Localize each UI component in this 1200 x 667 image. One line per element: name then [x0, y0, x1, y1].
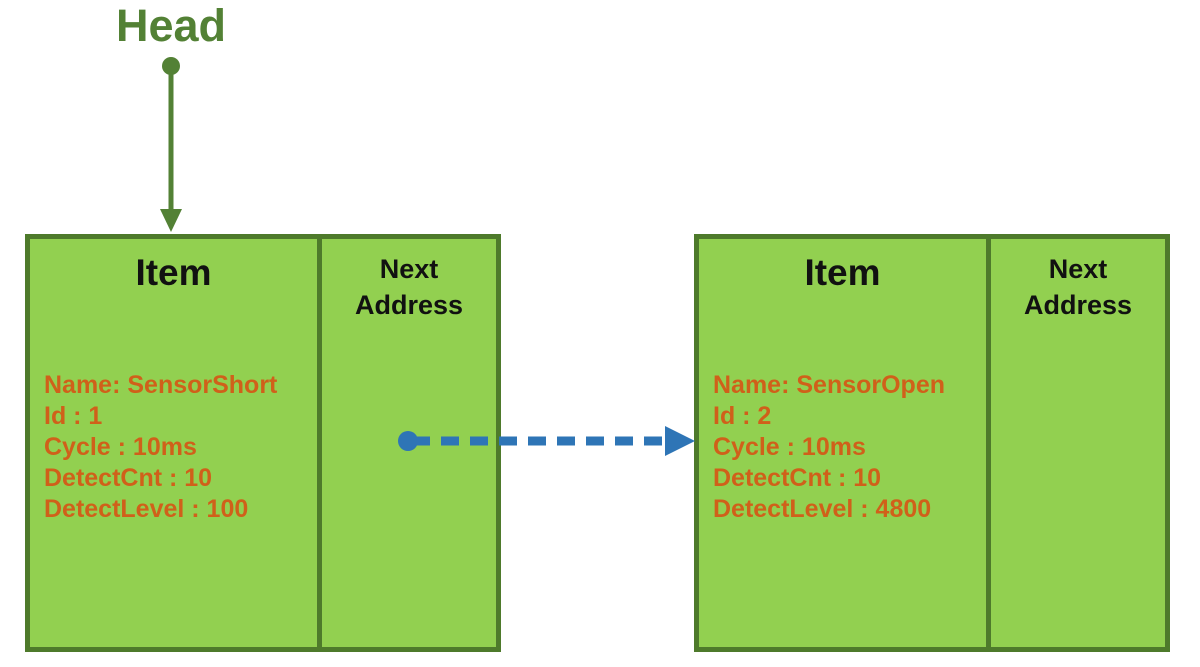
node2-next-address-header: Next Address [991, 251, 1165, 323]
node1-next-address-header: Next Address [322, 251, 496, 323]
node1-next-address-cell: Next Address [322, 239, 496, 647]
node1-field-cycle: Cycle : 10ms [44, 433, 197, 461]
node2-field-name: Name: SensorOpen [713, 371, 946, 399]
head-pointer-arrow [160, 57, 182, 232]
list-node-2: Item Name: SensorOpen Id : 2 Cycle : 10m… [694, 234, 1170, 652]
node2-item-header: Item [804, 252, 881, 293]
list-node-1: Item Name: SensorShort Id : 1 Cycle : 10… [25, 234, 501, 652]
node1-item-cell: Item Name: SensorShort Id : 1 Cycle : 10… [30, 239, 322, 647]
node2-item-cell: Item Name: SensorOpen Id : 2 Cycle : 10m… [699, 239, 991, 647]
node1-next-line1: Next [379, 254, 439, 284]
node2-next-line1: Next [1048, 254, 1108, 284]
node2-next-line2: Address [1023, 290, 1133, 320]
node1-field-detectcnt: DetectCnt : 10 [44, 464, 213, 492]
node2-field-detectlevel: DetectLevel : 4800 [713, 495, 932, 523]
node1-item-fields: Name: SensorShort Id : 1 Cycle : 10ms De… [44, 370, 311, 525]
node2-field-cycle: Cycle : 10ms [713, 433, 866, 461]
node1-field-name: Name: SensorShort [44, 371, 278, 399]
node1-item-header: Item [135, 252, 212, 293]
node1-next-line2: Address [354, 290, 464, 320]
node2-item-fields: Name: SensorOpen Id : 2 Cycle : 10ms Det… [713, 370, 980, 525]
node2-field-id: Id : 2 [713, 402, 772, 430]
node1-field-id: Id : 1 [44, 402, 103, 430]
head-label: Head [115, 0, 227, 51]
node2-next-address-cell: Next Address [991, 239, 1165, 647]
node2-field-detectcnt: DetectCnt : 10 [713, 464, 882, 492]
node1-field-detectlevel: DetectLevel : 100 [44, 495, 249, 523]
